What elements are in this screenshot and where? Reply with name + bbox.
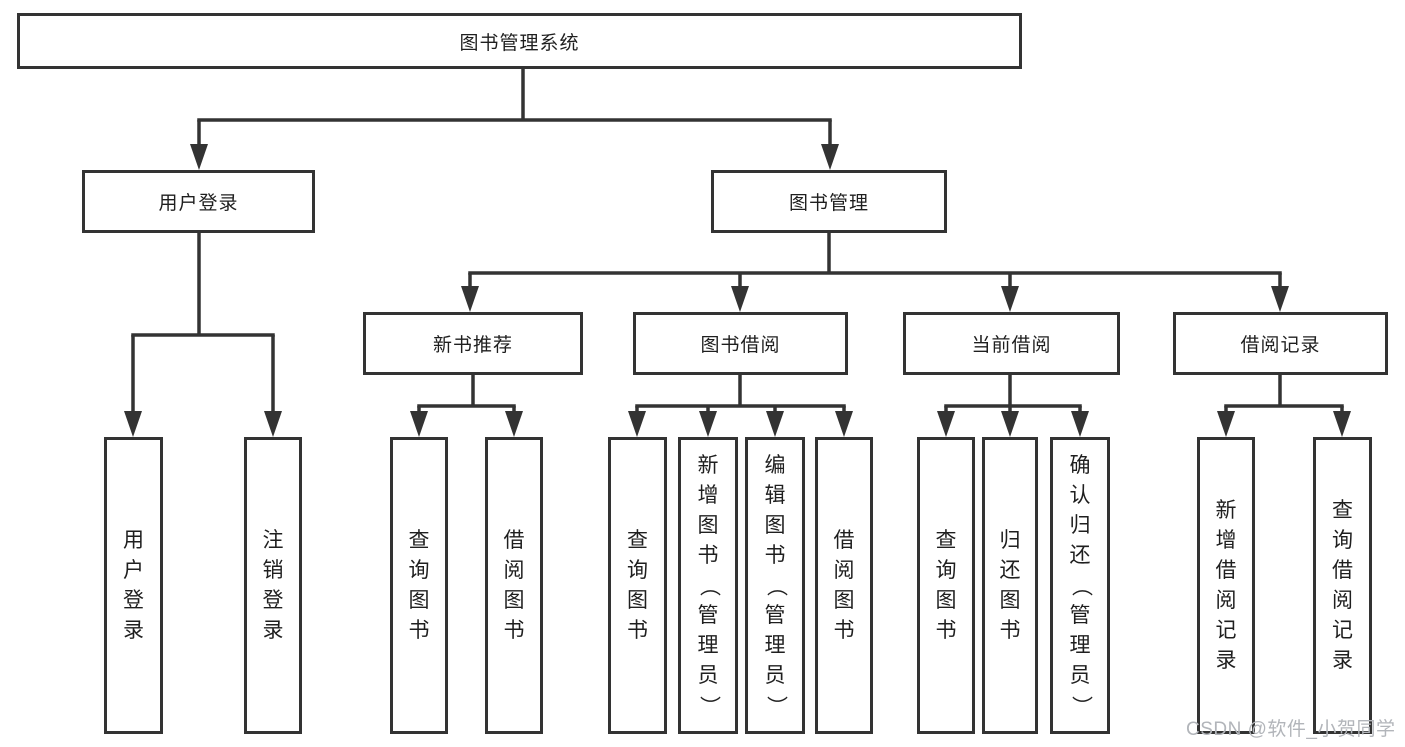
- node-label-vertical: 查询借阅记录: [1332, 498, 1353, 672]
- leaf-logout: 注销登录: [244, 437, 302, 734]
- node-label-vertical: 新增借阅记录: [1215, 498, 1237, 672]
- leaf-add-books-admin: 新增图书（管理员）: [678, 437, 738, 734]
- node-label: 新书推荐: [432, 335, 513, 356]
- node-new-book-recommend: 新书推荐: [363, 312, 583, 375]
- leaf-query-books-recommend: 查询图书: [390, 437, 448, 734]
- node-book-borrow: 图书借阅: [633, 312, 848, 375]
- node-label: 图书管理系统: [459, 32, 580, 54]
- node-label: 用户登录: [158, 193, 239, 214]
- leaf-query-books-current: 查询图书: [917, 437, 975, 734]
- node-borrow-records: 借阅记录: [1173, 312, 1388, 375]
- node-label-vertical: 用户登录: [123, 528, 144, 642]
- node-label: 当前借阅: [971, 335, 1052, 356]
- leaf-borrow-books-recommend: 借阅图书: [485, 437, 543, 734]
- leaf-user-login: 用户登录: [104, 437, 163, 734]
- node-label-vertical: 归还图书: [999, 528, 1021, 642]
- node-label-vertical: 借阅图书: [503, 528, 525, 642]
- node-label: 图书借阅: [700, 335, 781, 356]
- node-label-vertical: 查询图书: [408, 528, 430, 642]
- node-label-vertical: 注销登录: [262, 528, 284, 642]
- leaf-confirm-return-admin: 确认归还（管理员）: [1050, 437, 1110, 734]
- node-label: 借阅记录: [1240, 335, 1321, 356]
- node-label-vertical: 借阅图书: [833, 528, 855, 642]
- node-library-system: 图书管理系统: [17, 13, 1022, 69]
- node-book-management: 图书管理: [711, 170, 947, 233]
- node-label-vertical: 编辑图书（管理员）: [764, 453, 787, 717]
- leaf-add-borrow-record: 新增借阅记录: [1197, 437, 1255, 734]
- node-label-vertical: 查询图书: [935, 528, 957, 642]
- node-label-vertical: 确认归还（管理员）: [1069, 453, 1092, 717]
- leaf-edit-books-admin: 编辑图书（管理员）: [745, 437, 805, 734]
- node-user-login: 用户登录: [82, 170, 315, 233]
- node-current-borrow: 当前借阅: [903, 312, 1120, 375]
- leaf-return-books: 归还图书: [982, 437, 1038, 734]
- node-label-vertical: 新增图书（管理员）: [697, 453, 720, 717]
- leaf-query-books-borrow: 查询图书: [608, 437, 667, 734]
- leaf-borrow-books: 借阅图书: [815, 437, 873, 734]
- node-label: 图书管理: [788, 193, 869, 214]
- node-label-vertical: 查询图书: [627, 528, 648, 642]
- leaf-query-borrow-record: 查询借阅记录: [1313, 437, 1372, 734]
- csdn-watermark: CSDN @软件_小贺同学: [1186, 719, 1396, 740]
